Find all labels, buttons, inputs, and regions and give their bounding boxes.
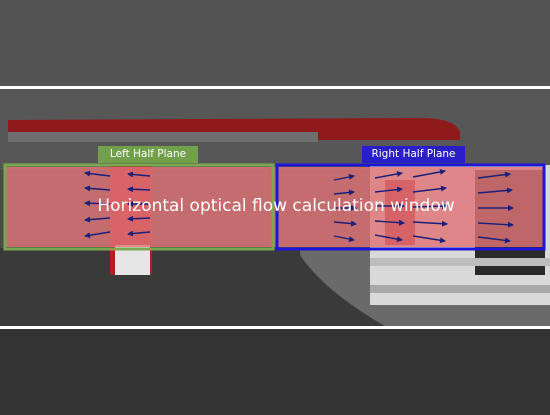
flow-arrow-icon: [412, 203, 448, 210]
flow-arrow-icon: [84, 231, 111, 239]
flow-arrow-icon: [412, 235, 446, 244]
flow-arrow-icon: [127, 171, 151, 178]
flow-arrow-icon: [477, 236, 511, 244]
building-stripe-1: [370, 258, 550, 266]
flow-arrow-icon: [412, 185, 447, 193]
band-line-bottom: [0, 326, 550, 329]
flow-arrow-icon: [333, 174, 355, 181]
flow-arrow-icon: [374, 186, 403, 193]
flow-arrow-icon: [477, 171, 511, 179]
building-stripe-2: [370, 285, 550, 293]
left-half-plane-label: Left Half Plane: [109, 148, 187, 160]
right-half-plane-border: [275, 163, 546, 251]
left-half-plane-border: [3, 163, 275, 251]
flow-arrow-icon: [333, 220, 357, 227]
left-flow-arrows: [84, 170, 151, 239]
right-half-plane-label: Right Half Plane: [371, 148, 456, 160]
left-label-tab: [98, 146, 198, 163]
flow-arrow-icon: [374, 234, 403, 243]
flow-arrow-icon: [127, 215, 151, 222]
flow-arrow-icon: [333, 189, 355, 196]
flow-arrow-icon: [412, 168, 446, 178]
flow-arrow-icon: [374, 170, 403, 179]
flow-arrow-icon: [374, 219, 405, 226]
flow-arrow-icon: [127, 230, 151, 237]
flow-arrow-icon: [84, 216, 111, 223]
canopy-underside: [8, 132, 318, 142]
upper-sky-band: [0, 0, 550, 90]
band-line-top: [0, 86, 550, 89]
flow-arrow-icon: [84, 170, 111, 177]
right-label-tab: [362, 146, 465, 163]
right-flow-arrows: [333, 168, 514, 244]
calc-window-title: Horizontal optical flow calculation wind…: [97, 196, 455, 216]
flow-arrow-icon: [84, 185, 111, 192]
flow-arrow-icon: [333, 235, 355, 242]
lower-ground-band: [0, 328, 550, 415]
flow-arrow-icon: [127, 186, 151, 193]
flow-arrow-icon: [412, 220, 448, 227]
flow-arrow-icon: [477, 221, 514, 228]
flow-arrow-icon: [477, 187, 513, 194]
flow-arrow-icon: [84, 200, 111, 207]
